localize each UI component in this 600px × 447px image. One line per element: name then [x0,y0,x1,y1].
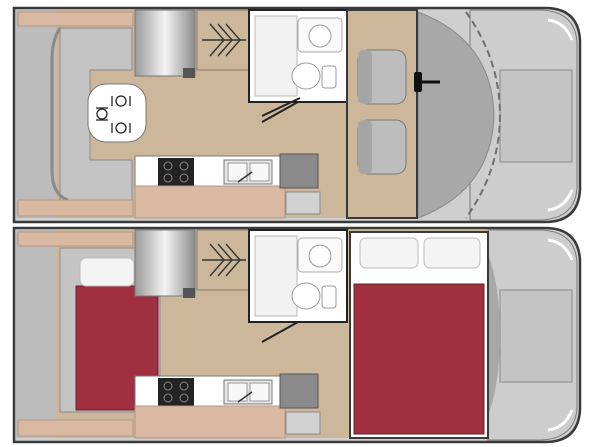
sink-basin [308,244,332,268]
passenger-seat [357,119,407,175]
cab-zone [346,9,418,219]
entry-door-line [261,97,301,117]
night-layout-plan [12,226,582,444]
stove-burners-icon [163,161,189,183]
toilet-tank [321,285,337,309]
hanger-icon [202,23,246,57]
lower-kitchen-cabinet [134,185,286,219]
shower-tray [254,235,298,317]
lower-cabinet-rear [17,199,134,217]
place-setting-icon [96,95,131,134]
lower-cabinet-rear [17,419,134,437]
mirror-left [547,238,574,261]
rear-dinette-floor [16,10,56,218]
double-bed-mattress [353,283,485,435]
tank-outlet [183,288,195,298]
toilet-tank [321,65,337,89]
bathroom-door-swing [261,321,299,343]
mirror-left [547,18,574,41]
cab-dome [417,11,495,219]
faucet-icon [237,171,253,183]
dinette-back [50,27,69,202]
bathroom-door-swing [261,101,299,123]
entry-step [285,191,321,215]
day-layout-plan [12,6,582,224]
dinette-table [87,83,147,143]
stove [158,378,194,406]
stove [158,158,194,186]
shower-tray [254,15,298,97]
driver-seat [357,49,407,105]
mirror-right [547,409,574,432]
water-tank [134,9,196,77]
refrigerator [279,153,319,189]
sink-bowl-left [227,162,248,182]
steering-wheel-icon [414,72,440,92]
double-bed-pillow-left [359,237,419,269]
toilet [291,62,321,90]
entry-step [285,411,321,435]
cab-dome-dash [465,11,502,219]
tank-outlet [183,68,195,78]
water-tank [134,229,196,297]
sink-bowl-left [227,382,248,402]
refrigerator [279,373,319,409]
upper-cabinet-rear [17,231,134,247]
sink-bowl-right [249,162,270,182]
faucet-icon [237,391,253,403]
upper-cabinet-rear [17,11,134,27]
double-bed-pillow-right [423,237,481,269]
sink-basin [308,24,332,48]
rear-floor [16,230,56,438]
mirror-right [547,189,574,212]
hanger-icon [202,243,246,277]
cab-windshield [499,69,573,163]
sink-bowl-right [249,382,270,402]
lower-kitchen-cabinet [134,405,286,439]
stove-burners-icon [163,381,189,403]
cab-windshield [499,289,573,383]
toilet [291,282,321,310]
rear-bed-pillow [79,257,135,287]
